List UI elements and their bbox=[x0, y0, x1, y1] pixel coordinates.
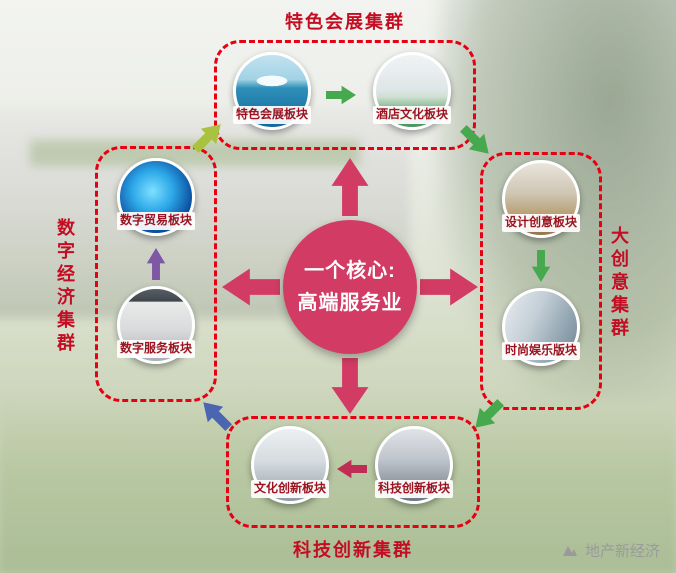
cluster-title-top: 特色会展集群 bbox=[285, 12, 405, 32]
sector-item-culture-innovation: 文化创新板块 bbox=[248, 426, 332, 510]
core-line2: 高端服务业 bbox=[297, 292, 403, 314]
core-circle: 一个核心: 高端服务业 bbox=[283, 220, 417, 354]
sector-item-fashion-entertainment: 时尚娱乐版块 bbox=[499, 288, 583, 372]
core-line1: 一个核心: bbox=[304, 260, 396, 282]
digital-service-sector-label: 数字服务板块 bbox=[116, 340, 196, 358]
sector-item-exhibition: 特色会展板块 bbox=[230, 52, 314, 136]
sector-item-tech-innovation: 科技创新板块 bbox=[372, 426, 456, 510]
fashion-entertainment-sector-label: 时尚娱乐版块 bbox=[501, 342, 581, 360]
watermark-logo-icon bbox=[562, 545, 577, 556]
cluster-title-right: 大创意集群 bbox=[609, 226, 629, 341]
digital-trade-sector-label: 数字贸易板块 bbox=[116, 212, 196, 230]
tech-innovation-sector-label: 科技创新板块 bbox=[374, 480, 454, 498]
cluster-box-right bbox=[480, 152, 602, 410]
sector-item-design-creative: 设计创意板块 bbox=[499, 160, 583, 244]
culture-innovation-sector-label: 文化创新板块 bbox=[250, 480, 330, 498]
sector-item-hotel-culture: 酒店文化板块 bbox=[370, 52, 454, 136]
watermark-text: 地产新经济 bbox=[584, 543, 660, 560]
cluster-box-left bbox=[95, 146, 217, 402]
sector-item-digital-service: 数字服务板块 bbox=[114, 286, 198, 370]
exhibition-sector-label: 特色会展板块 bbox=[232, 106, 312, 124]
cluster-box-top bbox=[214, 40, 476, 150]
sector-item-digital-trade: 数字贸易板块 bbox=[114, 158, 198, 242]
cluster-box-bottom bbox=[226, 416, 480, 528]
cluster-title-bottom: 科技创新集群 bbox=[293, 540, 413, 560]
background-lawn bbox=[0, 393, 676, 573]
watermark: 地产新经济 bbox=[561, 540, 660, 561]
design-creative-sector-label: 设计创意板块 bbox=[501, 214, 581, 232]
cluster-title-left: 数字经济集群 bbox=[55, 218, 75, 356]
hotel-culture-sector-label: 酒店文化板块 bbox=[372, 106, 452, 124]
